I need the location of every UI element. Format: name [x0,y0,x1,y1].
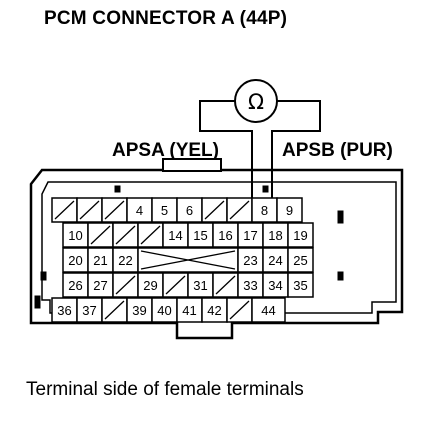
terminal-41 [176,297,203,323]
probe-wire-b [271,100,321,223]
terminal-44 [251,297,286,323]
empty-slot-slash [204,200,225,220]
empty-slot-slash [79,200,100,220]
terminal-grid: 4 5 6 8 9 10 14 15 16 17 18 19 20 21 22 23 24 25 26 27 29 31 3… [51,197,314,323]
terminal-label: 14 [168,228,182,243]
terminal-label: 18 [268,228,282,243]
terminal-6 [176,197,203,223]
terminal-22 [112,247,139,273]
terminal-label: 16 [218,228,232,243]
ohmmeter-icon [234,79,278,123]
terminal-20 [62,247,89,273]
terminal-label: 19 [293,228,307,243]
terminal-label: 29 [143,278,157,293]
terminal-35 [287,272,314,298]
empty-slot-slash [90,225,111,245]
blank-cross-line [140,250,236,270]
terminal-10 [62,222,89,248]
terminal-9 [276,197,303,223]
empty-slot-slash [165,275,186,295]
terminal-25 [287,247,314,273]
terminal-label: 22 [118,253,132,268]
terminal-label: 40 [157,303,171,318]
empty-slot-slash [115,225,136,245]
empty-slot-slash [54,200,75,220]
terminal-label: 4 [136,203,143,218]
empty-slot-slash [104,200,125,220]
terminal-label: 34 [268,278,282,293]
terminal-15 [187,222,214,248]
empty-slot-slash [140,225,161,245]
terminal-33 [237,272,264,298]
terminal-label: 23 [243,253,257,268]
terminal-18 [262,222,289,248]
terminal-label: 39 [132,303,146,318]
terminal-19 [287,222,314,248]
terminal-36 [51,297,78,323]
terminal-label: 42 [207,303,221,318]
terminal-5 [151,197,178,223]
terminal-21 [87,247,114,273]
terminal-label: 25 [293,253,307,268]
caption: Terminal side of female terminals [26,379,304,400]
terminal-label: 41 [182,303,196,318]
terminal-label: 17 [243,228,257,243]
ohm-symbol: Ω [248,90,264,114]
terminal-label: 26 [68,278,82,293]
terminal-label: 31 [193,278,207,293]
terminal-label: 27 [93,278,107,293]
terminal-29 [137,272,164,298]
terminal-26 [62,272,89,298]
terminal-label: 35 [293,278,307,293]
terminal-label: 5 [161,203,168,218]
empty-slot-slash [104,300,125,320]
ohmmeter-wires [199,100,321,223]
terminal-label: 36 [57,303,71,318]
terminal-label: 10 [68,228,82,243]
empty-slot-slash [229,300,250,320]
page-title: PCM CONNECTOR A (44P) [44,8,288,29]
terminal-label: 9 [286,203,293,218]
terminal-label: 6 [186,203,193,218]
terminal-40 [151,297,178,323]
terminal-label: 44 [261,303,275,318]
wire-label-apsb: APSB (PUR) [282,140,393,161]
terminal-label: 33 [243,278,257,293]
empty-slot-slash [229,200,250,220]
terminal-label: 37 [82,303,96,318]
terminal-8 [251,197,278,223]
terminal-label: 21 [93,253,107,268]
terminal-label: 8 [261,203,268,218]
empty-slot-slash [215,275,236,295]
terminal-label: 24 [268,253,282,268]
probe-wire-a [199,100,253,223]
empty-slot-slash [115,275,136,295]
terminal-label: 15 [193,228,207,243]
wire-label-apsa: APSA (YEL) [112,140,219,161]
terminal-label: 20 [68,253,82,268]
